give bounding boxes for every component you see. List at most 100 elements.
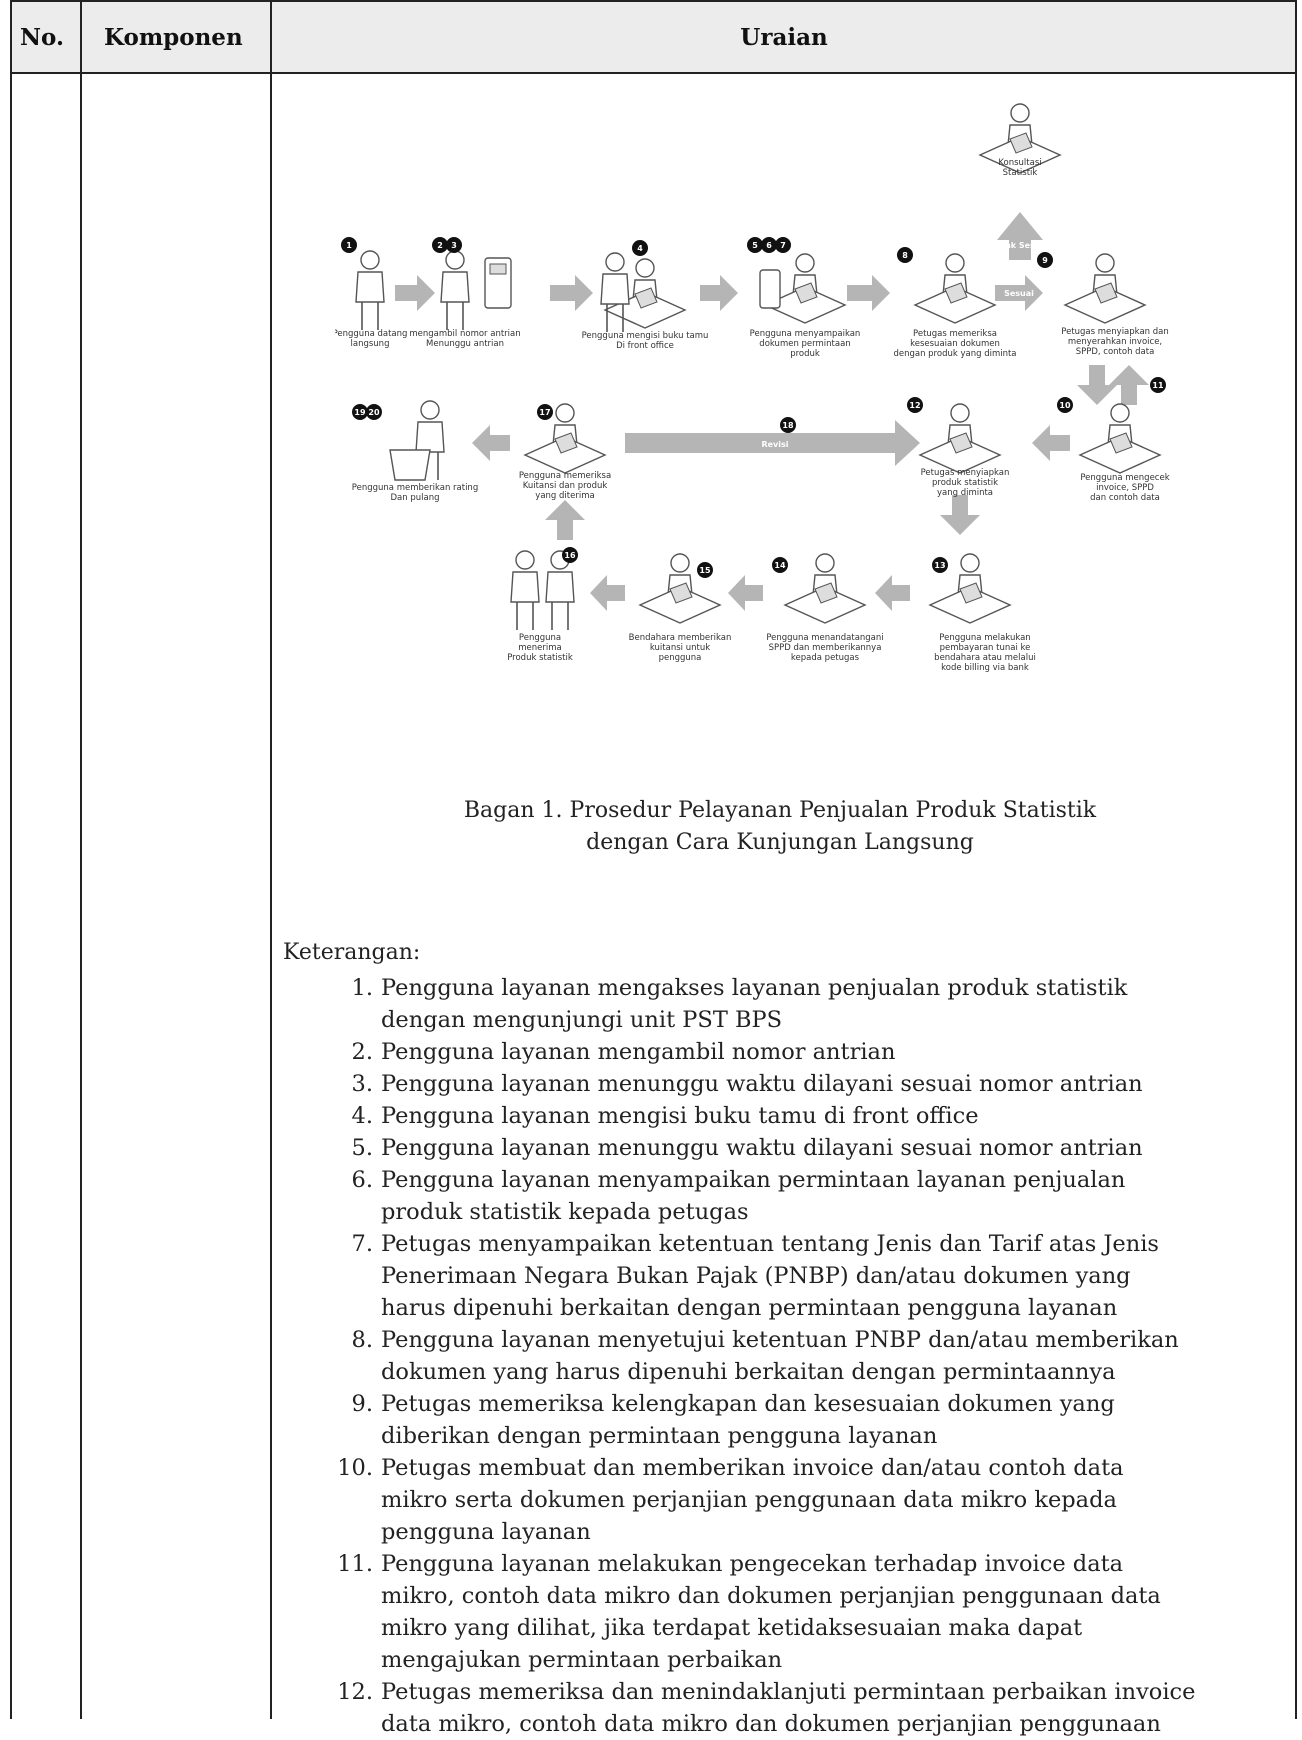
step-badge-circle: [1037, 252, 1053, 268]
step-19-20: [389, 400, 445, 481]
step-badge-number: 13: [934, 561, 945, 570]
tag-sesuai: Sesuai: [1004, 289, 1034, 298]
step-badge-number: 9: [1042, 256, 1048, 265]
step-badge-number: 3: [451, 241, 457, 250]
step-badge-number: 1: [346, 241, 352, 250]
row2-arrows: [472, 420, 1070, 466]
step-badge-circle: [775, 237, 791, 253]
note-number: 12.: [337, 1679, 373, 1705]
note-number: 3.: [351, 1071, 373, 1097]
note-text: Pengguna layanan mengisi buku tamu di fr…: [381, 1103, 979, 1129]
step-8: [914, 253, 996, 324]
step-badge-circle: [562, 547, 578, 563]
note-number: 2.: [351, 1039, 373, 1065]
badge-18-circle: [780, 417, 796, 433]
step-17: [524, 403, 606, 474]
note-text: Petugas menyampaikan ketentuan tentang J…: [381, 1231, 1159, 1321]
step-badge-circle: [697, 562, 713, 578]
note-text: Pengguna layanan mengakses layanan penju…: [381, 975, 1128, 1033]
step-badge-number: 19: [354, 408, 366, 417]
step-badge-number: 6: [766, 241, 772, 250]
vertical-arrows: [545, 495, 980, 540]
step-badge-circle: [366, 404, 382, 420]
note-text: Pengguna layanan menunggu waktu dilayani…: [381, 1071, 1143, 1097]
step-badge-circle: [761, 237, 777, 253]
badge-11-circle: [1150, 377, 1166, 393]
note-number: 6.: [351, 1167, 373, 1193]
row3-arrows: [590, 575, 910, 611]
note-text: Petugas memeriksa dan menindaklanjuti pe…: [381, 1679, 1196, 1737]
arrow-up-tidak-sesuai: Tidak Sesuai: [991, 212, 1049, 260]
step-badge-circle: [772, 557, 788, 573]
step-badge-number: 8: [902, 251, 908, 260]
step-1: [355, 250, 385, 331]
step-badge-circle: [1057, 397, 1073, 413]
step-2-3: [440, 250, 512, 331]
step-badge-number: 16: [564, 551, 576, 560]
step-badge-number: 14: [774, 561, 786, 570]
tag-tidak-sesuai: Tidak Sesuai: [991, 241, 1048, 250]
header-komponen: Komponen: [104, 23, 243, 51]
note-number: 5.: [351, 1135, 373, 1161]
note-number: 11.: [337, 1551, 373, 1577]
step-16: [510, 550, 575, 631]
step-badge-circle: [352, 404, 368, 420]
step-badge-circle: [446, 237, 462, 253]
step-badge-circle: [932, 557, 948, 573]
arrows-9-10: [1077, 365, 1149, 405]
step-12: [919, 403, 1001, 474]
caption-line-1: Bagan 1. Prosedur Pelayanan Penjualan Pr…: [463, 798, 1097, 823]
step-badge-number: 10: [1059, 401, 1071, 410]
step-14: [784, 553, 866, 624]
step-badge-number: 12: [909, 401, 920, 410]
step-badge-number: 20: [368, 408, 380, 417]
step-5-6-7: [759, 253, 846, 324]
step-badge-circle: [632, 240, 648, 256]
note-number: 7.: [351, 1231, 373, 1257]
step-badge-circle: [907, 397, 923, 413]
note-text: Pengguna layanan menyampaikan permintaan…: [381, 1167, 1126, 1225]
row1-arrows: [395, 275, 1043, 311]
step-badge-circle: [537, 404, 553, 420]
step-badge-circle: [432, 237, 448, 253]
note-text: Petugas membuat dan memberikan invoice d…: [381, 1455, 1124, 1545]
step-badge-number: 2: [437, 241, 443, 250]
note-number: 4.: [351, 1103, 373, 1129]
note-number: 10.: [337, 1455, 373, 1481]
caption-line-2: dengan Cara Kunjungan Langsung: [586, 830, 974, 855]
note-number: 9.: [351, 1391, 373, 1417]
diagram-caption: Bagan 1. Prosedur Pelayanan Penjualan Pr…: [270, 795, 1290, 859]
table-header: No. Komponen Uraian: [12, 0, 1295, 74]
step-9: [1064, 253, 1146, 324]
step-badge-number: 4: [637, 244, 643, 253]
note-number: 8.: [351, 1327, 373, 1353]
note-text: Pengguna layanan melakukan pengecekan te…: [381, 1551, 1161, 1673]
step-badge-number: 7: [780, 241, 786, 250]
badge-11-number: 11: [1152, 381, 1164, 390]
step-badge-number: 5: [752, 241, 758, 250]
procedure-table: No. Komponen Uraian: [10, 0, 1297, 1719]
note-text: Pengguna layanan mengambil nomor antrian: [381, 1039, 896, 1065]
badge-18-number: 18: [782, 421, 794, 430]
header-uraian: Uraian: [740, 23, 828, 51]
column-divider-no: [80, 0, 82, 1719]
step-badge-circle: [341, 237, 357, 253]
column-divider-komponen: [270, 0, 272, 1719]
notes-title: Keterangan:: [283, 940, 421, 965]
